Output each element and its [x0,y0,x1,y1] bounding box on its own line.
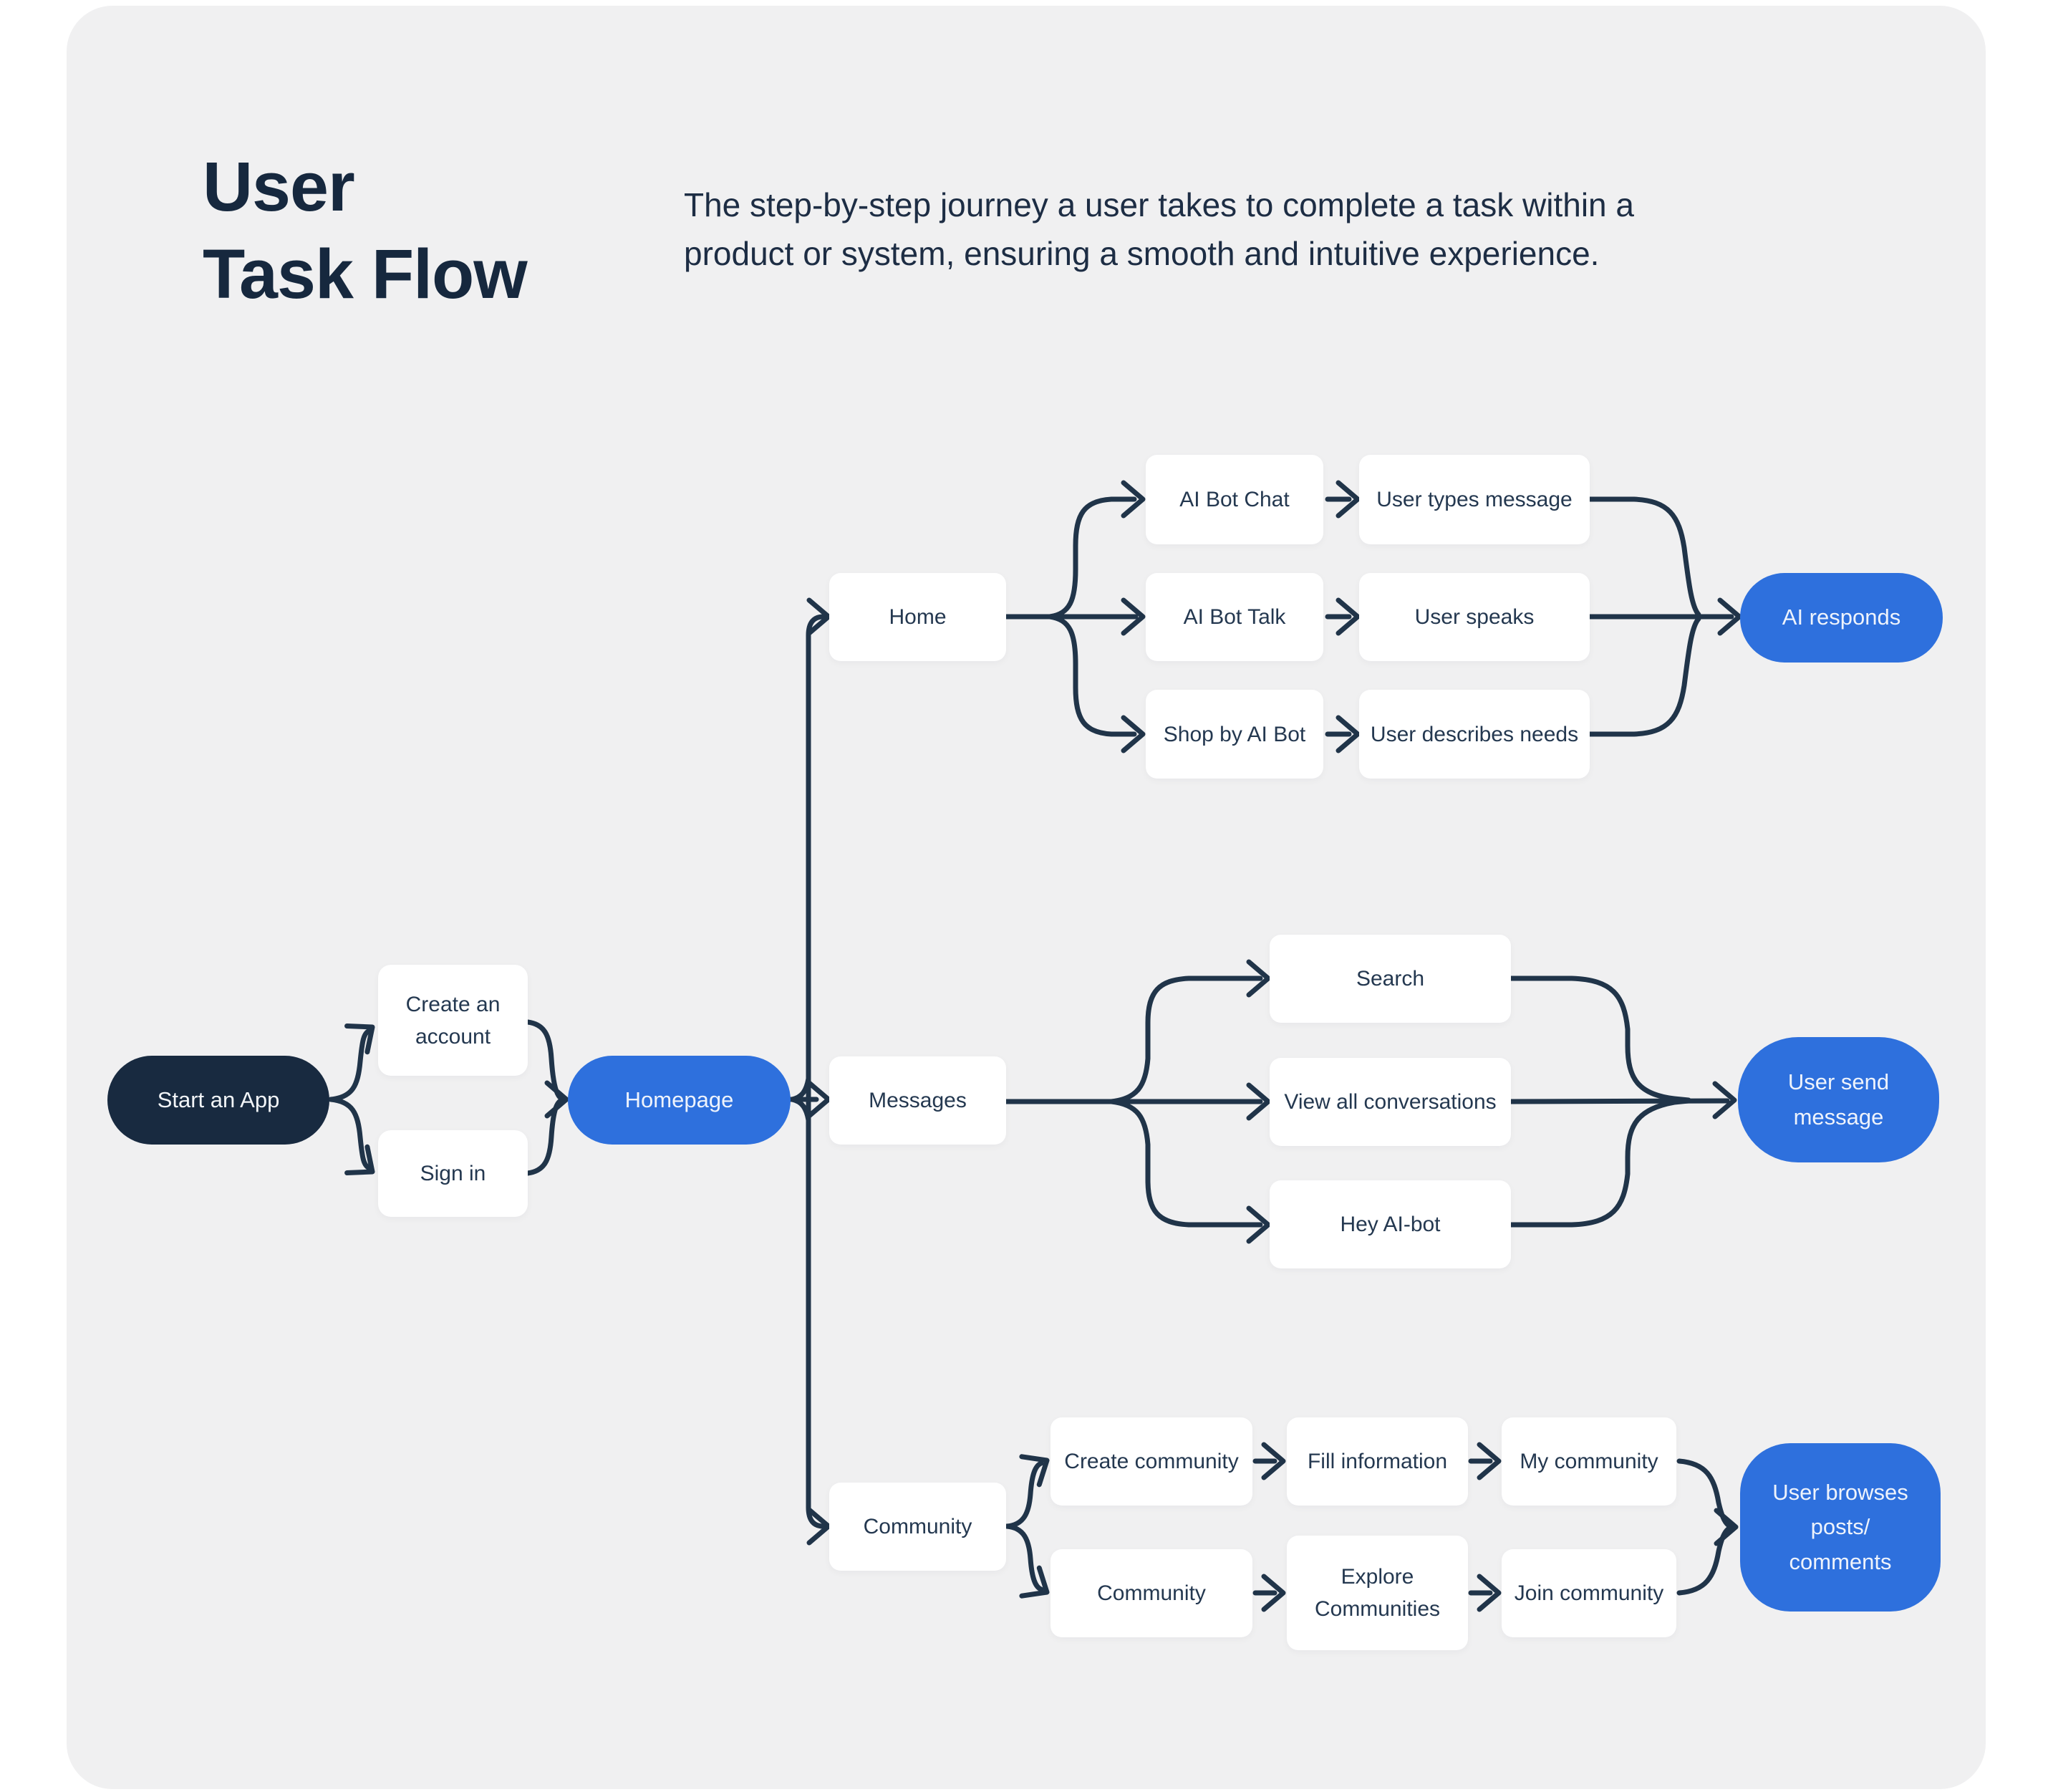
page-title-line1: User [203,148,355,226]
page-subtitle-line2: product or system, ensuring a smooth and… [684,235,1600,273]
node-user-send-message: User send message [1738,1037,1939,1162]
node-user-types-message: User types message [1359,455,1590,544]
node-create-community: Create community [1050,1417,1252,1506]
node-shop-by-ai-bot: Shop by AI Bot [1146,690,1323,779]
node-start-an-app-label: Start an App [157,1087,280,1112]
node-sign-in-label: Sign in [420,1162,486,1185]
node-start-an-app: Start an App [107,1056,329,1145]
node-home-label: Home [889,605,947,629]
node-user-send-message-label: message [1793,1104,1884,1129]
node-search: Search [1270,935,1511,1023]
node-ai-responds-label: AI responds [1782,604,1901,630]
node-user-describes-needs-label: User describes needs [1370,722,1579,746]
node-ai-bot-talk: AI Bot Talk [1146,573,1323,661]
node-user-speaks: User speaks [1359,573,1590,661]
node-messages: Messages [829,1056,1006,1145]
node-search-label: Search [1356,967,1425,991]
node-sign-in: Sign in [378,1130,528,1217]
page-subtitle-line1: The step-by-step journey a user takes to… [684,186,1634,223]
node-community-browse: Community [1050,1549,1252,1637]
node-create-an-account-label: Create an [405,992,501,1016]
node-homepage-label: Homepage [624,1087,734,1112]
node-fill-information-label: Fill information [1307,1450,1448,1473]
node-view-all-conversations: View all conversations [1270,1058,1511,1146]
node-user-browses-posts-comments-label: posts/ [1810,1514,1870,1540]
node-fill-information: Fill information [1287,1417,1468,1506]
node-hey-ai-bot: Hey AI-bot [1270,1180,1511,1268]
node-user-browses-posts-comments-label: User browses [1772,1480,1908,1506]
node-join-community-label: Join community [1514,1581,1664,1605]
node-create-an-account-label: account [415,1024,491,1049]
node-explore-communities-label: Communities [1314,1597,1441,1621]
node-community-browse-label: Community [1097,1581,1206,1605]
node-user-send-message-label: User send [1787,1069,1890,1095]
node-user-speaks-label: User speaks [1414,605,1535,629]
node-ai-responds: AI responds [1740,573,1943,663]
node-user-browses-posts-comments-label: comments [1789,1548,1892,1574]
node-shop-by-ai-bot-label: Shop by AI Bot [1163,722,1306,746]
node-messages-label: Messages [869,1089,967,1112]
node-explore-communities-label: Explore [1341,1565,1414,1589]
node-join-community: Join community [1502,1549,1676,1637]
node-ai-bot-chat-label: AI Bot Chat [1179,488,1290,511]
node-create-an-account: Create an account [378,965,528,1076]
node-user-describes-needs: User describes needs [1359,690,1590,779]
node-community: Community [829,1483,1006,1571]
page-title: User Task Flow [203,143,528,318]
node-user-browses-posts-comments: User browses posts/comments [1740,1443,1941,1612]
node-hey-ai-bot-label: Hey AI-bot [1340,1213,1441,1236]
page-title-line2: Task Flow [203,235,528,314]
node-home: Home [829,573,1006,661]
node-community-label: Community [863,1515,972,1538]
node-ai-bot-talk-label: AI Bot Talk [1183,605,1286,629]
node-view-all-conversations-label: View all conversations [1284,1090,1497,1114]
page-subtitle: The step-by-step journey a user takes to… [684,180,1634,278]
node-my-community-label: My community [1520,1450,1658,1473]
node-user-types-message-label: User types message [1376,488,1573,511]
node-create-community-label: Create community [1064,1450,1239,1473]
node-my-community: My community [1502,1417,1676,1506]
node-homepage: Homepage [568,1056,791,1145]
node-ai-bot-chat: AI Bot Chat [1146,455,1323,544]
